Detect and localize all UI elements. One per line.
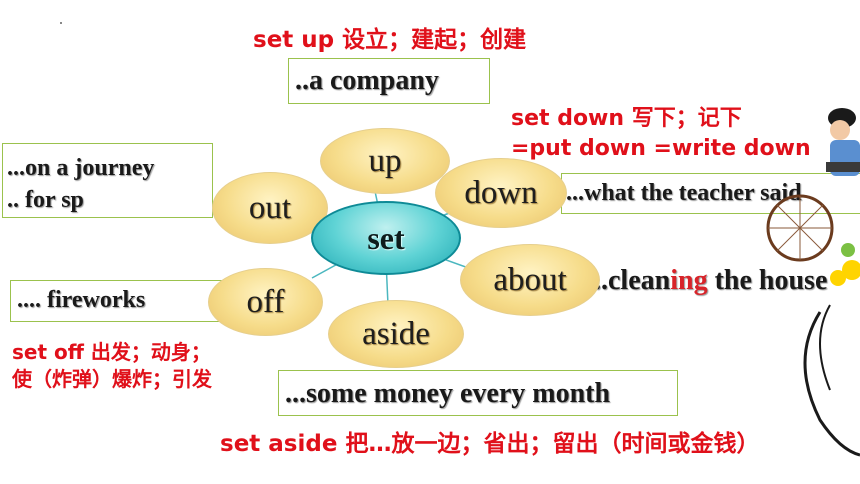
- off-example-box: .... fireworks: [10, 280, 238, 322]
- center-node-set: set: [311, 201, 461, 275]
- set-off-line1: set off 出发；动身；: [12, 340, 211, 364]
- cyclist-illustration: [766, 108, 860, 457]
- aside-example-box: ...some money every month: [278, 370, 678, 416]
- about-example-box: ...cleaning the house: [582, 257, 860, 305]
- petal-out: out: [212, 172, 328, 244]
- dot-mark: [60, 22, 62, 24]
- petal-up: up: [320, 128, 450, 194]
- petal-down: down: [435, 158, 567, 228]
- petal-off: off: [208, 268, 323, 336]
- set-aside-definition: set aside 把…放一边；省出；留出（时间或金钱）: [220, 431, 760, 457]
- out-example-line2: .. for sp: [7, 187, 84, 213]
- petal-about: about: [460, 244, 600, 316]
- up-example-box: ..a company: [288, 58, 490, 104]
- out-example-box: ...on a journey .. for sp: [2, 143, 213, 218]
- about-example-post: the house: [707, 265, 828, 296]
- set-off-definition: set off 出发；动身； 使（炸弹）爆炸；引发: [12, 339, 212, 393]
- petal-aside: aside: [328, 300, 464, 368]
- set-up-definition: set up 设立；建起；创建: [253, 27, 527, 53]
- down-example-box: ...what the teacher said: [561, 173, 860, 214]
- set-down-definition: set down 写下；记下 =put down =write down: [511, 104, 811, 164]
- set-off-line2: 使（炸弹）爆炸；引发: [12, 367, 212, 391]
- set-down-line2: =put down =write down: [511, 136, 811, 161]
- about-example-highlight: ing: [670, 265, 708, 296]
- about-example-pre: ...clean: [587, 265, 671, 296]
- out-example-line1: ...on a journey: [7, 155, 155, 181]
- set-down-line1: set down 写下；记下: [511, 106, 742, 131]
